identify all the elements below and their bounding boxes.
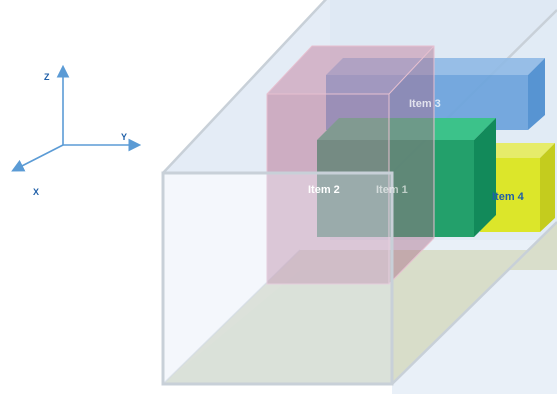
x-axis-label: X <box>33 187 39 197</box>
y-axis-label: Y <box>121 132 127 142</box>
item-3-label: Item 3 <box>409 98 441 110</box>
axis-triad: Z Y X <box>11 64 142 197</box>
container-front <box>161 171 394 386</box>
container-front-face <box>161 171 394 386</box>
item-2-label: Item 2 <box>308 184 340 196</box>
container-floor-back <box>163 222 557 384</box>
z-axis-label: Z <box>44 72 50 82</box>
item-1-label: Item 1 <box>376 184 408 196</box>
item-2-box <box>266 45 435 285</box>
item-4-label: Item 4 <box>492 191 525 203</box>
x-axis-arrow <box>11 144 64 172</box>
